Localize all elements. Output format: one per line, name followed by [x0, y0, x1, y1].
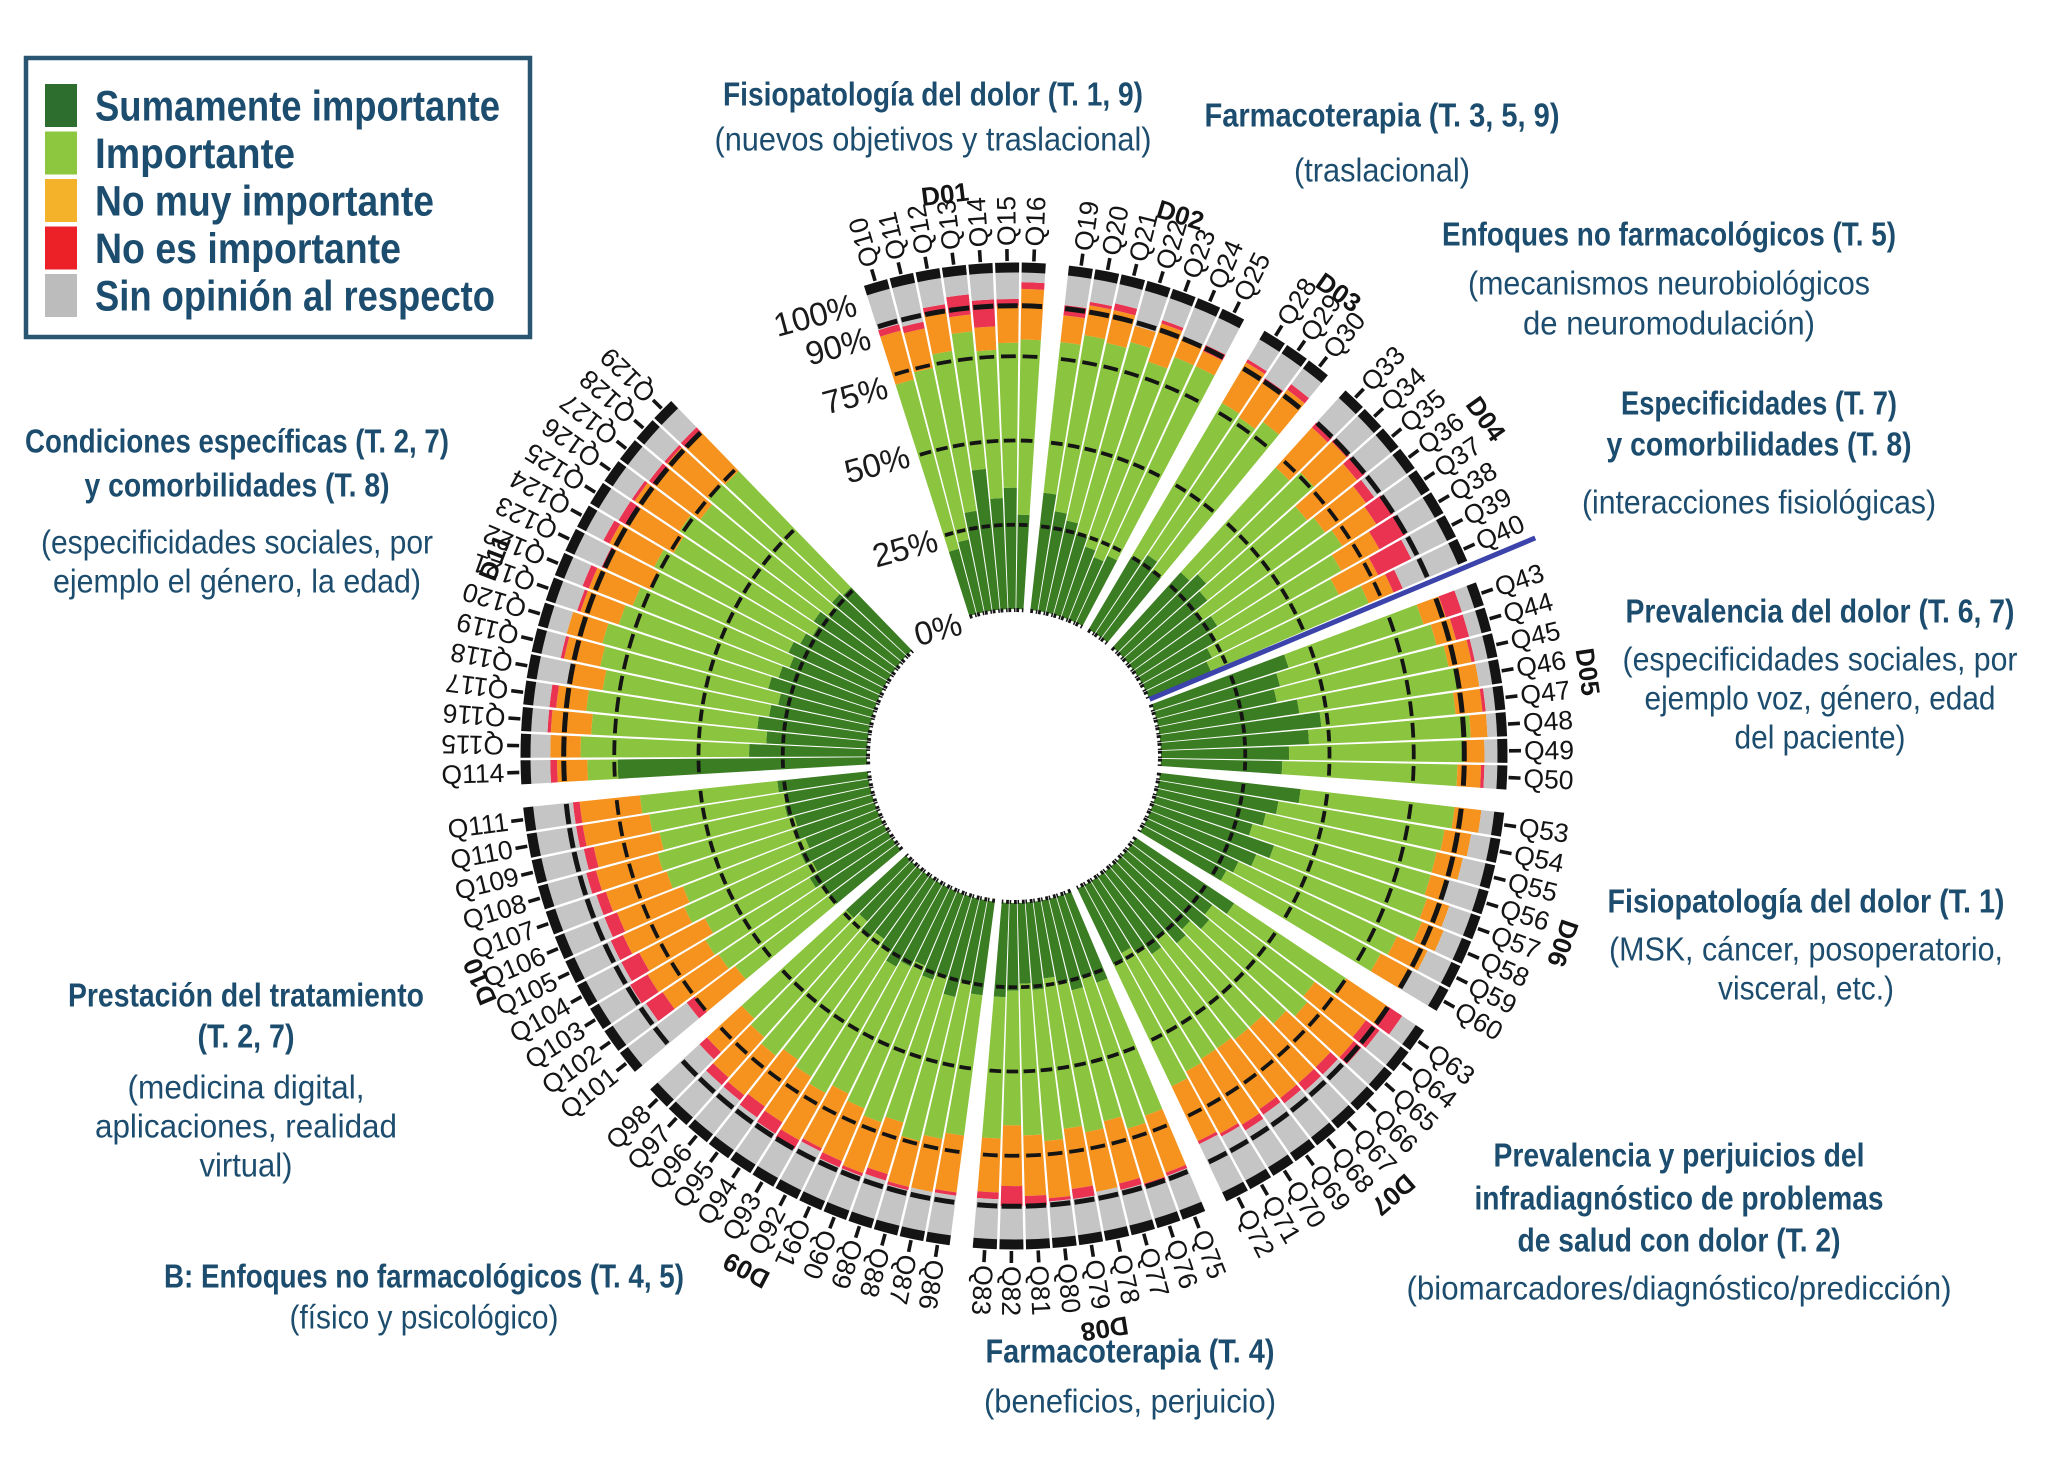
svg-text:Q83: Q83	[966, 1264, 999, 1316]
svg-text:(mecanismos neurobiológicos: (mecanismos neurobiológicos	[1468, 266, 1870, 303]
svg-text:Enfoques no farmacológicos (T.: Enfoques no farmacológicos (T. 5)	[1442, 217, 1896, 254]
svg-text:Q114: Q114	[441, 758, 505, 790]
svg-text:Prevalencia y perjuicios del: Prevalencia y perjuicios del	[1494, 1138, 1865, 1175]
svg-text:virtual): virtual)	[200, 1148, 293, 1185]
svg-text:(especificidades sociales, por: (especificidades sociales, por	[1623, 642, 2018, 679]
svg-text:infradiagnóstico de problemas: infradiagnóstico de problemas	[1475, 1181, 1884, 1218]
svg-text:Fisiopatología del dolor (T. 1: Fisiopatología del dolor (T. 1)	[1608, 884, 2005, 921]
svg-text:Sin opinión al respecto: Sin opinión al respecto	[95, 274, 495, 321]
svg-text:(traslacional): (traslacional)	[1294, 153, 1470, 190]
svg-text:Q115: Q115	[441, 729, 504, 760]
svg-text:Farmacoterapia (T. 4): Farmacoterapia (T. 4)	[986, 1334, 1275, 1371]
svg-text:visceral, etc.): visceral, etc.)	[1718, 971, 1894, 1008]
svg-text:D01: D01	[920, 176, 971, 212]
svg-text:Q48: Q48	[1522, 705, 1574, 738]
svg-text:Q49: Q49	[1524, 735, 1574, 766]
svg-text:Fisiopatología del dolor (T. 1: Fisiopatología del dolor (T. 1, 9)	[723, 77, 1143, 114]
svg-text:y comorbilidades (T. 8): y comorbilidades (T. 8)	[1607, 427, 1912, 464]
svg-text:Especificidades (T. 7): Especificidades (T. 7)	[1621, 386, 1897, 423]
svg-text:(nuevos objetivos y traslacion: (nuevos objetivos y traslacional)	[715, 122, 1152, 159]
svg-text:Importante: Importante	[95, 131, 295, 178]
svg-text:Q50: Q50	[1523, 763, 1574, 795]
svg-text:de salud con dolor (T. 2): de salud con dolor (T. 2)	[1518, 1223, 1841, 1260]
svg-text:Farmacoterapia (T. 3, 5, 9): Farmacoterapia (T. 3, 5, 9)	[1205, 98, 1560, 135]
svg-text:(beneficios, perjuicio): (beneficios, perjuicio)	[984, 1384, 1276, 1421]
svg-text:Prevalencia del dolor (T. 6, 7: Prevalencia del dolor (T. 6, 7)	[1626, 594, 2015, 631]
svg-text:(interacciones fisiológicas): (interacciones fisiológicas)	[1582, 485, 1936, 522]
svg-text:Q15: Q15	[991, 196, 1022, 247]
svg-text:(físico y psicológico): (físico y psicológico)	[290, 1300, 559, 1337]
svg-text:(especificidades sociales, por: (especificidades sociales, por	[41, 525, 433, 562]
svg-text:del paciente): del paciente)	[1735, 720, 1906, 757]
svg-text:Prestación del tratamiento: Prestación del tratamiento	[68, 978, 424, 1015]
svg-text:(medicina digital,: (medicina digital,	[128, 1070, 365, 1107]
svg-text:(T. 2, 7): (T. 2, 7)	[198, 1019, 295, 1056]
svg-text:No muy importante: No muy importante	[95, 179, 434, 226]
svg-text:aplicaciones, realidad: aplicaciones, realidad	[95, 1109, 397, 1146]
svg-text:y comorbilidades (T. 8): y comorbilidades (T. 8)	[85, 468, 390, 505]
svg-text:ejemplo el género, la edad): ejemplo el género, la edad)	[53, 564, 421, 601]
svg-text:Q82: Q82	[996, 1266, 1026, 1316]
svg-text:Condiciones específicas (T. 2,: Condiciones específicas (T. 2, 7)	[25, 424, 449, 461]
svg-text:Q81: Q81	[1024, 1265, 1056, 1316]
svg-text:de neuromodulación): de neuromodulación)	[1523, 306, 1815, 343]
svg-text:B: Enfoques no farmacológicos: B: Enfoques no farmacológicos (T. 4, 5)	[164, 1259, 684, 1296]
svg-text:ejemplo voz, género, edad: ejemplo voz, género, edad	[1645, 681, 1996, 718]
svg-text:Q16: Q16	[1019, 196, 1051, 247]
svg-text:No es importante: No es importante	[95, 226, 401, 273]
svg-text:Sumamente importante: Sumamente importante	[95, 84, 500, 131]
svg-text:(biomarcadores/diagnóstico/pre: (biomarcadores/diagnóstico/predicción)	[1407, 1271, 1952, 1308]
svg-text:(MSK, cáncer, posoperatorio,: (MSK, cáncer, posoperatorio,	[1609, 932, 2003, 969]
